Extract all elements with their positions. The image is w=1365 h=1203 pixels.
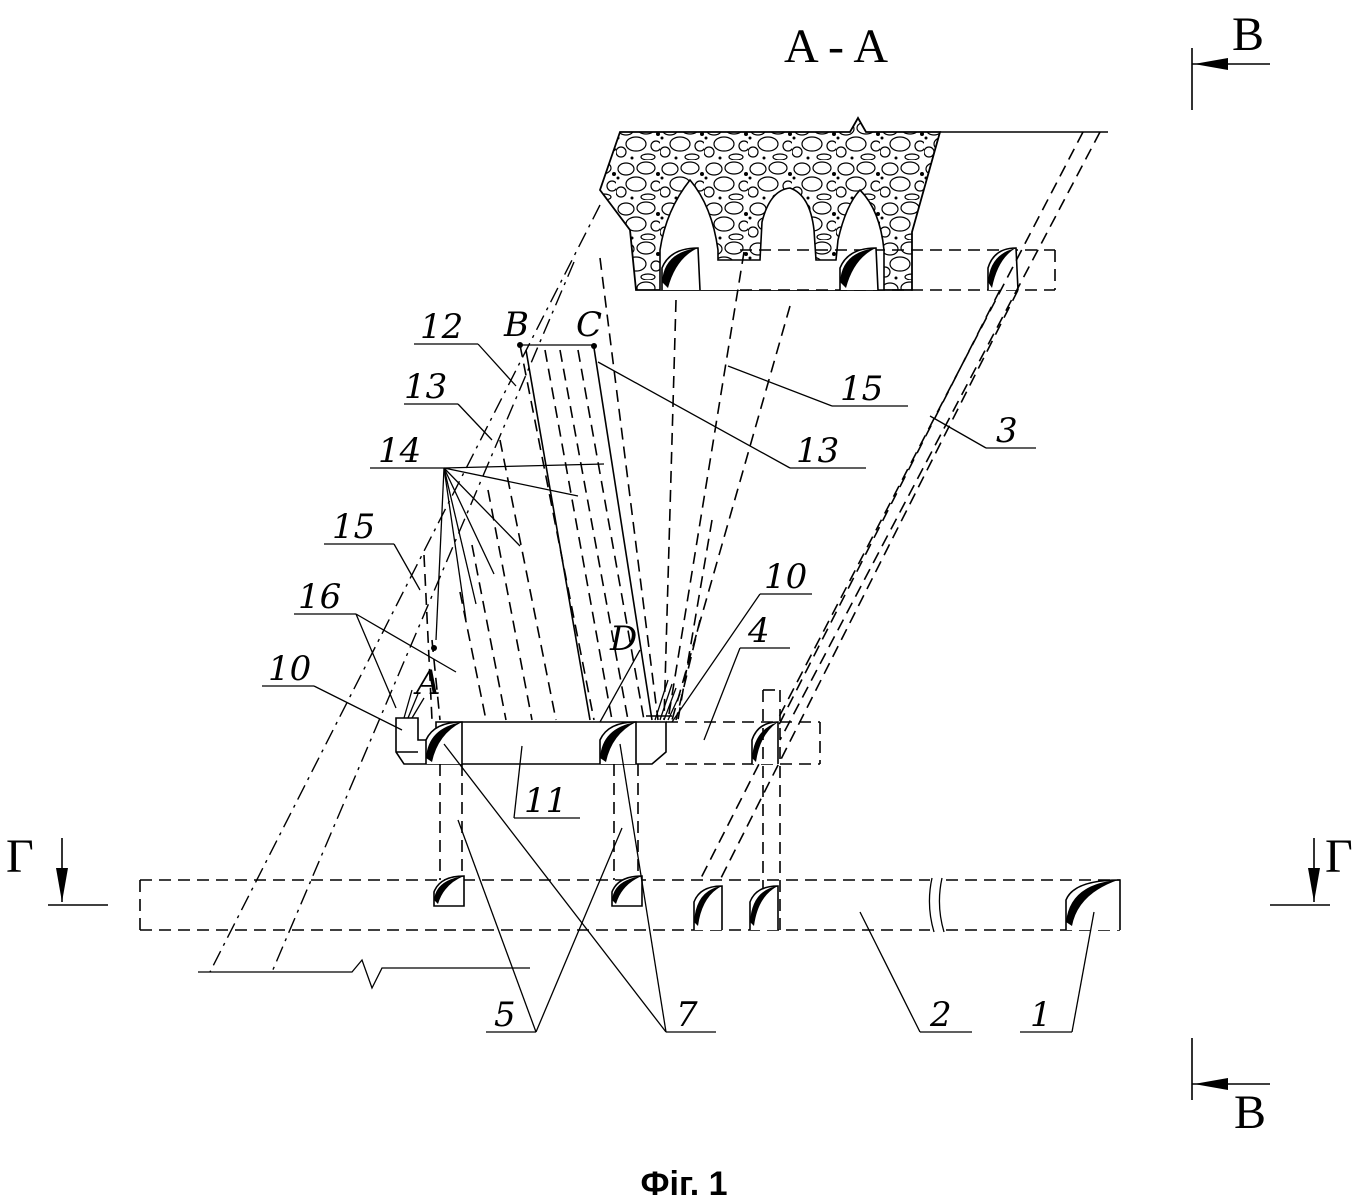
middle-arch-3 (751, 721, 779, 764)
svg-text:B: B (1232, 8, 1264, 61)
label-3: 3 (996, 411, 1018, 451)
middle-arch-1 (425, 721, 463, 764)
point-label-d: D (609, 619, 637, 659)
label-13-right: 13 (796, 431, 839, 471)
svg-text:Г: Г (1325, 830, 1353, 883)
label-14: 14 (378, 431, 421, 471)
upper-arch-3 (987, 247, 1019, 291)
section-mark-bottom: B (1191, 1038, 1270, 1139)
lower-arch-3 (693, 885, 723, 930)
section-mark-right: Г (1270, 830, 1353, 906)
svg-text:B: B (1234, 1086, 1266, 1139)
label-1: 1 (1030, 995, 1052, 1035)
label-12: 12 (420, 307, 463, 347)
upper-drift (740, 249, 1056, 291)
section-title: A - A (784, 20, 888, 73)
blast-holes (403, 251, 791, 721)
inclined-raise-3 (699, 131, 1101, 881)
label-16: 16 (298, 577, 341, 617)
lower-arch-1 (433, 875, 465, 907)
point-b-marker (517, 342, 523, 348)
upper-arch-1 (661, 247, 701, 291)
label-10-left: 10 (268, 649, 311, 689)
label-15-right: 15 (840, 369, 883, 409)
middle-drift-ext (666, 721, 821, 765)
leader-lines (262, 343, 1095, 1033)
label-11: 11 (524, 781, 567, 821)
label-10-right: 10 (764, 557, 807, 597)
label-5: 5 (494, 995, 516, 1035)
figure-caption: Фіг. 1 (640, 1165, 727, 1203)
label-13-left: 13 (404, 367, 447, 407)
label-4: 4 (747, 611, 770, 651)
point-a-marker (431, 645, 437, 651)
point-label-a: A (413, 663, 441, 703)
lower-arch-5 (1065, 879, 1121, 930)
point-label-c: C (576, 305, 602, 345)
boundary-lines (198, 204, 601, 990)
label-15-left: 15 (332, 507, 375, 547)
middle-arch-2 (599, 721, 637, 764)
point-c-marker (591, 343, 597, 349)
section-mark-top: B (1191, 8, 1270, 110)
label-2: 2 (929, 995, 952, 1035)
svg-text:Г: Г (6, 830, 34, 883)
upper-arch-2 (839, 247, 879, 291)
point-label-b: B (503, 305, 529, 345)
lower-arch-4 (749, 885, 779, 930)
section-mark-left: Г (6, 830, 108, 906)
lower-arch-2 (611, 875, 643, 907)
label-7: 7 (676, 995, 698, 1035)
caved-rock-mass (598, 116, 1108, 291)
